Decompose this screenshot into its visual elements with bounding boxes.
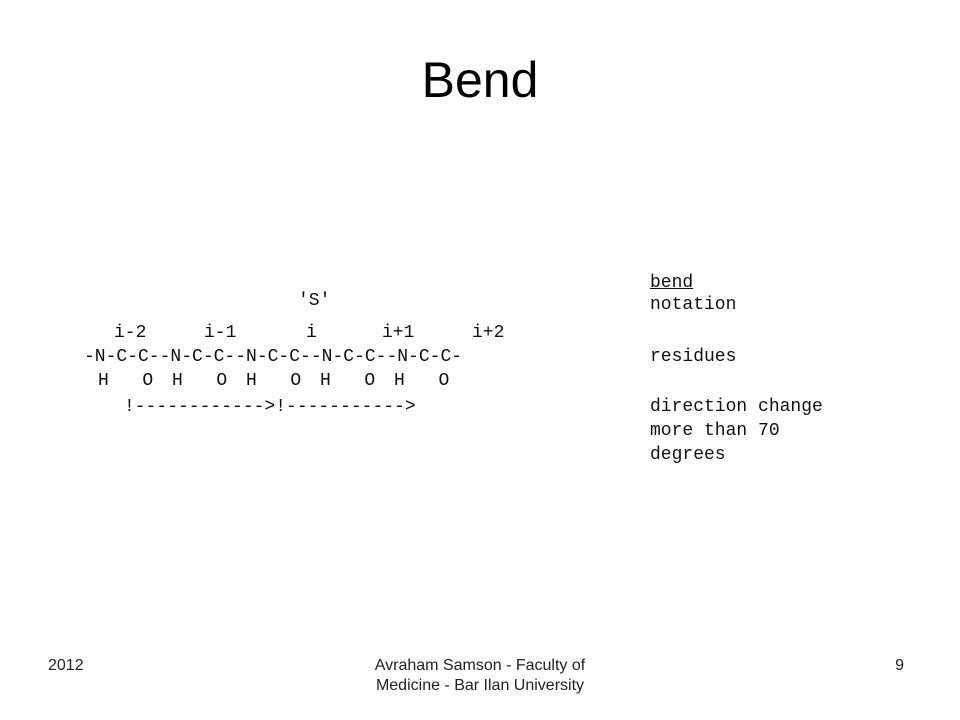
s-residue-label: 'S': [298, 291, 331, 311]
side-atoms: H O H O H O H O H O: [98, 371, 454, 391]
slide-title: Bend: [421, 52, 539, 108]
index-label-i-plus-1: i+1: [382, 323, 415, 343]
legend-degrees: degrees: [650, 445, 726, 465]
footer-author-line2: Medicine - Bar Ilan University: [375, 677, 585, 694]
footer-author-line1: Avraham Samson - Faculty of: [374, 657, 586, 674]
legend-notation: notation: [650, 295, 737, 315]
index-label-i-plus-2: i+2: [472, 323, 505, 343]
bend-diagram: 'S' i-2 i-1 i i+1 i+2 -N-C-C--N-C-C--N-C…: [80, 272, 880, 482]
legend-more-than: more than 70: [650, 421, 780, 441]
footer-author: Avraham Samson - Faculty of Medicine - B…: [300, 656, 660, 696]
legend-heading: bend: [650, 273, 694, 293]
legend-direction-change: direction change: [650, 397, 823, 417]
bend-arrow: !------------>!----------->: [124, 397, 416, 417]
footer-year: 2012: [48, 657, 84, 674]
index-label-i-minus-2: i-2: [114, 323, 147, 343]
index-label-i: i: [306, 323, 317, 343]
index-label-i-minus-1: i-1: [204, 323, 237, 343]
footer-page-number: 9: [895, 657, 904, 674]
backbone-chain: -N-C-C--N-C-C--N-C-C--N-C-C--N-C-C-: [84, 347, 463, 367]
legend-residues: residues: [650, 347, 737, 367]
